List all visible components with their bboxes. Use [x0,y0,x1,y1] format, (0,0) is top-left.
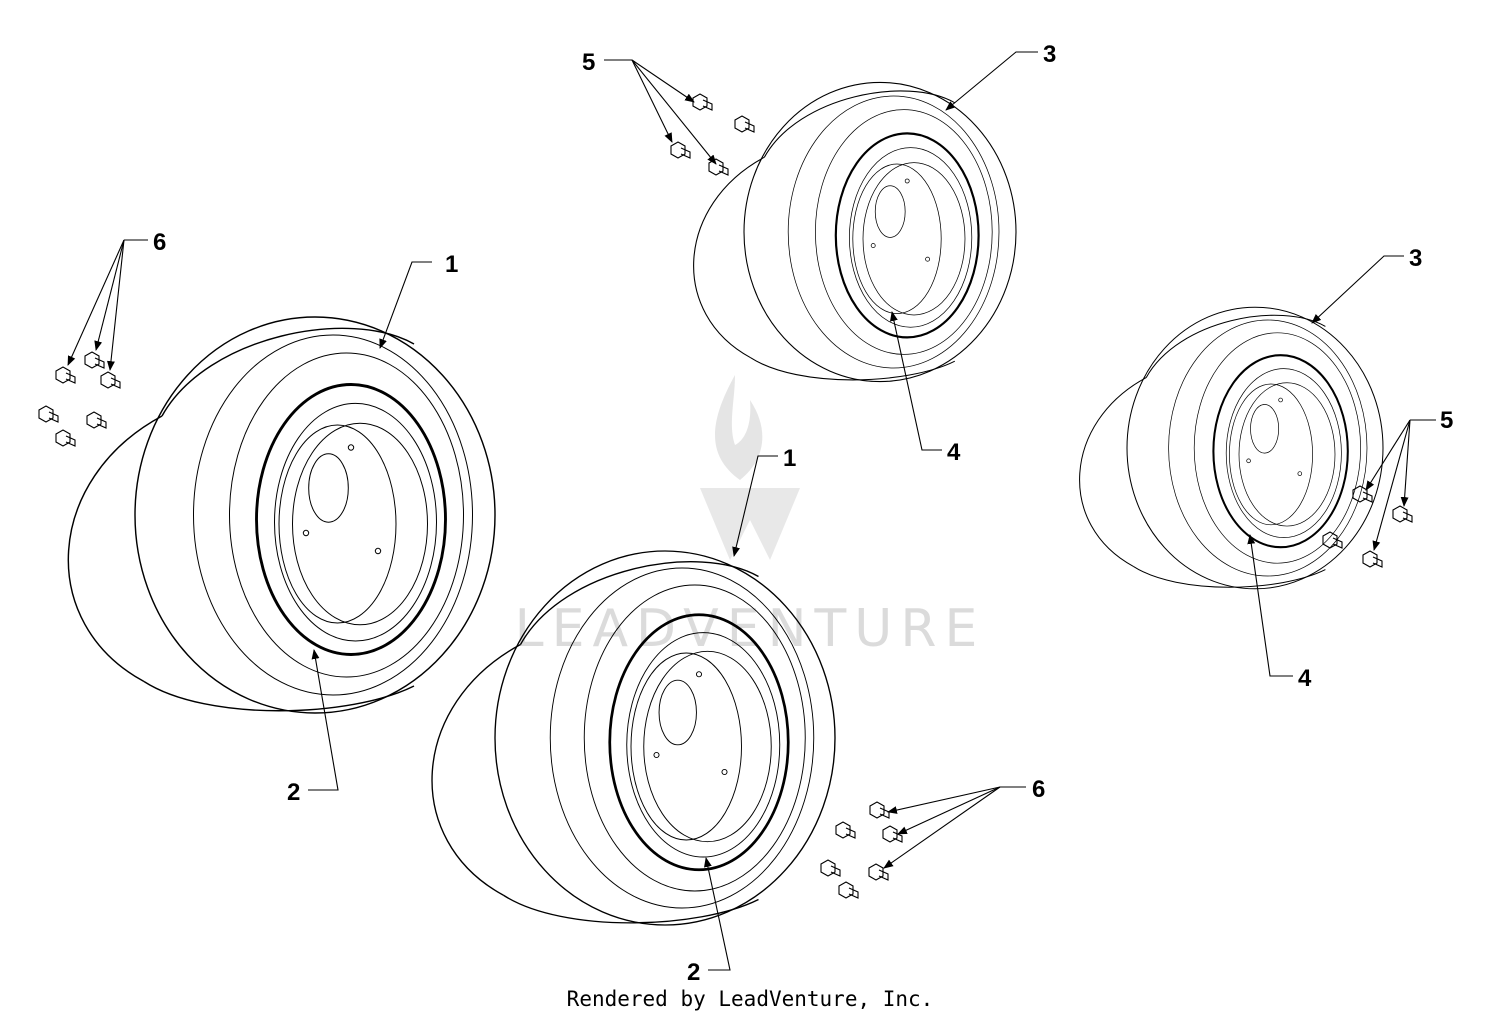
footer-credit: Rendered by LeadVenture, Inc. [567,987,934,1011]
callout-3-right: 3 [1409,245,1422,272]
callout-2-left: 2 [287,779,300,806]
leader-lines [67,51,1436,971]
callout-6-bottom: 6 [1032,776,1045,803]
bolt-group-bottom [820,801,903,899]
bolt-group-right [1322,485,1413,568]
callout-5-right: 5 [1440,407,1453,434]
callout-5-top: 5 [582,49,595,76]
callout-2-center: 2 [687,959,700,986]
callout-labels: 1 1 2 2 3 3 4 4 5 5 6 6 [153,41,1453,986]
bolt-group-left [38,351,121,447]
callout-4-right: 4 [1298,665,1312,692]
callout-1-left: 1 [445,251,458,278]
callout-4-top: 4 [947,439,961,466]
bolt-group-top [670,93,755,176]
watermark: LEADVENTURE [515,375,986,659]
tire-left [66,315,497,715]
tire-top [692,81,1018,383]
callout-3-top: 3 [1043,41,1056,68]
watermark-text: LEADVENTURE [515,599,986,659]
callout-1-center: 1 [783,445,796,472]
callout-6-left: 6 [153,229,166,256]
